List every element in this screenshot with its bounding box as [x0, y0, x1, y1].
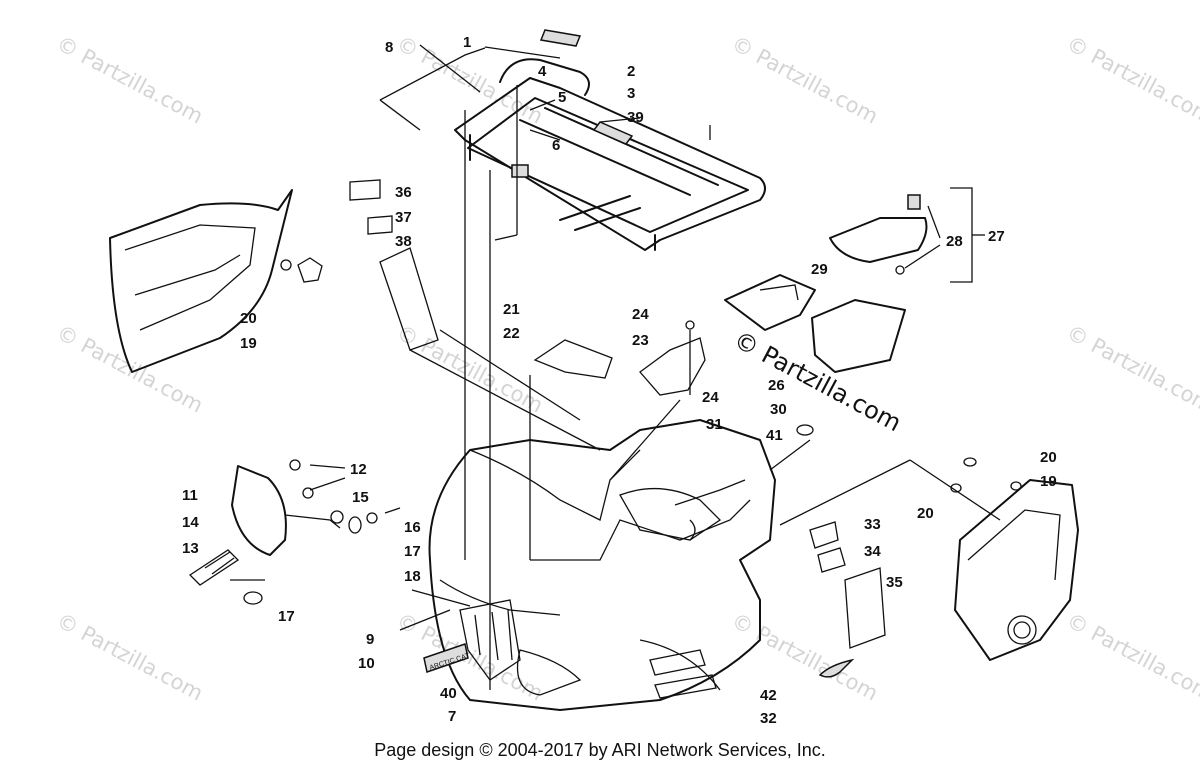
- callout-30: 30: [770, 401, 787, 418]
- callout-24: 24: [632, 306, 649, 323]
- watermark: © Partzilla.com: [728, 31, 882, 128]
- callout-40: 40: [440, 685, 457, 702]
- watermark: © Partzilla.com: [1063, 608, 1200, 705]
- callout-5: 5: [558, 89, 566, 106]
- watermark: © Partzilla.com: [1063, 320, 1200, 417]
- rear-cover: [829, 194, 928, 275]
- watermark: © Partzilla.com: [393, 320, 547, 417]
- callout-10: 10: [358, 655, 375, 672]
- callout-29: 29: [811, 261, 828, 278]
- headlight: [188, 459, 401, 605]
- callout-11: 11: [182, 487, 198, 504]
- watermark: © Partzilla.com: [728, 608, 882, 705]
- callouts: 1 2 3 4 5 6 7 8 9 10 11 12 13 14 15 16 1…: [182, 34, 1057, 727]
- callout-28: 28: [946, 233, 963, 250]
- callout-20b: 20: [1040, 449, 1057, 466]
- callout-41: 41: [766, 427, 783, 444]
- callout-3: 3: [627, 85, 635, 102]
- callout-42: 42: [760, 687, 777, 704]
- callout-17: 17: [404, 543, 421, 560]
- watermark: © Partzilla.com: [393, 608, 547, 705]
- callout-20: 20: [240, 310, 257, 327]
- callout-8: 8: [385, 39, 393, 56]
- callout-18: 18: [404, 568, 421, 585]
- callout-33: 33: [864, 516, 881, 533]
- callout-9: 9: [366, 631, 374, 648]
- right-side-panel: [950, 457, 1079, 661]
- callout-37: 37: [395, 209, 412, 226]
- rear-rack: [454, 58, 766, 251]
- watermark-layer: © Partzilla.com © Partzilla.com © Partzi…: [53, 31, 1200, 705]
- side-decals-left: [349, 179, 439, 351]
- callout-14: 14: [182, 514, 199, 531]
- callout-7: 7: [448, 708, 456, 725]
- callout-27: 27: [988, 228, 1005, 245]
- watermark: © Partzilla.com: [53, 31, 207, 128]
- callout-32: 32: [760, 710, 777, 727]
- storage-bin: [724, 274, 906, 373]
- callout-12: 12: [350, 461, 367, 478]
- page-footer: Page design © 2004-2017 by ARI Network S…: [374, 740, 826, 760]
- callout-19b: 19: [1040, 473, 1057, 490]
- callout-31: 31: [706, 416, 723, 433]
- callout-36: 36: [395, 184, 412, 201]
- leader-lines: [230, 44, 1001, 690]
- callout-21: 21: [503, 301, 520, 318]
- callout-13: 13: [182, 540, 199, 557]
- callout-24b: 24: [702, 389, 719, 406]
- watermark: © Partzilla.com: [53, 608, 207, 705]
- callout-15: 15: [352, 489, 369, 506]
- overlay-watermark: © Partzilla.com: [729, 326, 906, 438]
- callout-34: 34: [864, 543, 881, 560]
- callout-16: 16: [404, 519, 421, 536]
- watermark: © Partzilla.com: [1063, 31, 1200, 128]
- callout-4: 4: [538, 63, 547, 80]
- callout-39: 39: [627, 109, 644, 126]
- left-side-panel: [109, 189, 323, 373]
- callout-6: 6: [552, 137, 560, 154]
- callout-2: 2: [627, 63, 635, 80]
- side-decals-right: [649, 521, 886, 699]
- rack-decal: [539, 29, 582, 47]
- callout-22: 22: [503, 325, 520, 342]
- center-plates: [533, 320, 706, 396]
- callout-17b: 17: [278, 608, 295, 625]
- callout-1: 1: [463, 34, 471, 51]
- callout-20c: 20: [917, 505, 934, 522]
- callout-35: 35: [886, 574, 903, 591]
- callout-26: 26: [768, 377, 785, 394]
- callout-23: 23: [632, 332, 649, 349]
- callout-38: 38: [395, 233, 412, 250]
- callout-19: 19: [240, 335, 257, 352]
